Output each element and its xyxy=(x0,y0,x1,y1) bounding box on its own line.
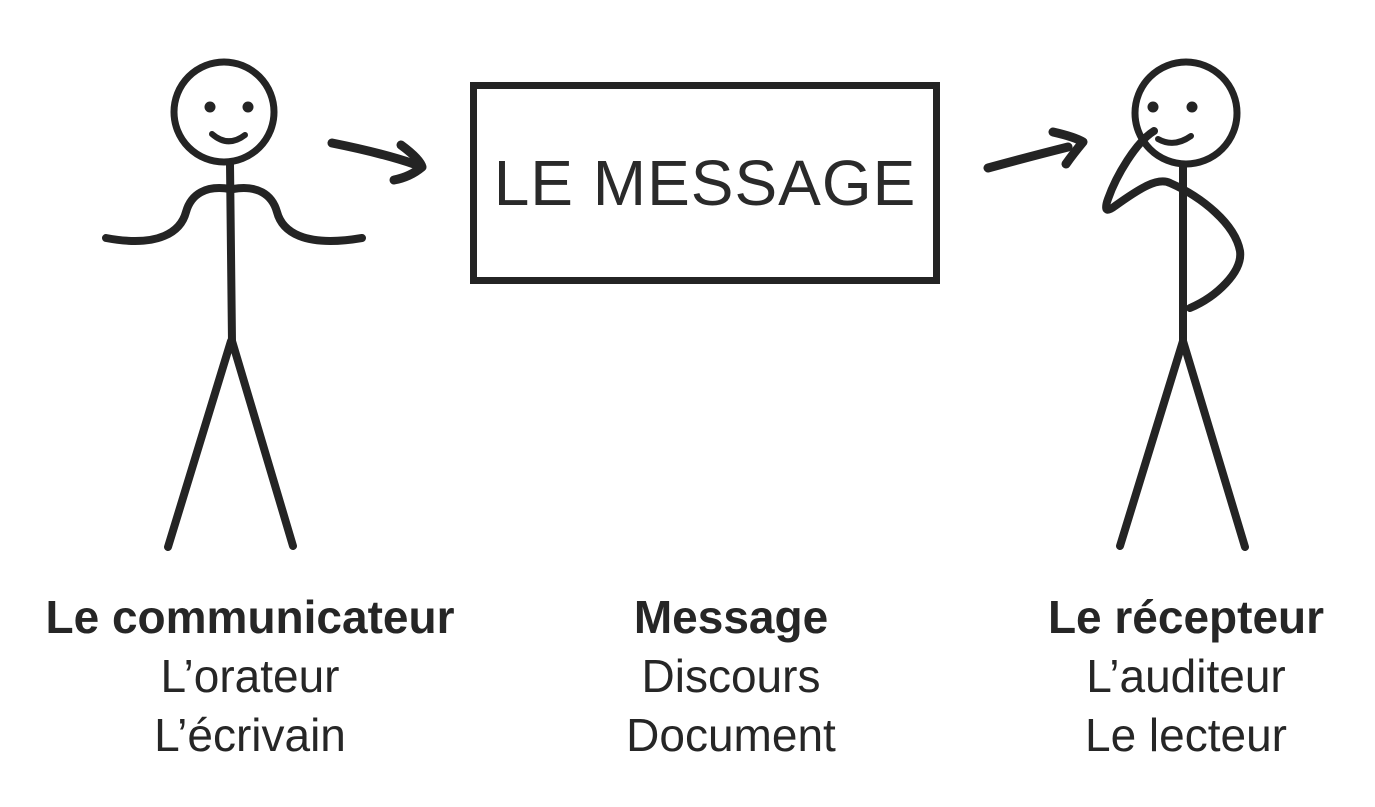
caption-sender-title: Le communicateur xyxy=(45,591,455,643)
sender-stick-figure-icon xyxy=(102,58,366,551)
caption-receiver-line2: L’auditeur xyxy=(1086,650,1286,702)
arrow-right-head xyxy=(1048,127,1088,169)
receiver-stick-figure-icon xyxy=(1102,58,1249,551)
arrow-left-shaft xyxy=(327,138,419,169)
sender-right-eye xyxy=(242,101,254,113)
caption-sender-line2: L’orateur xyxy=(160,650,340,702)
caption-message-title: Message xyxy=(633,591,829,643)
receiver-smile xyxy=(1155,133,1194,146)
caption-message-line2: Discours xyxy=(641,650,821,702)
artwork-strokes xyxy=(102,58,1249,551)
arrow-message-to-receiver-icon xyxy=(983,127,1088,173)
caption-receiver-line3: Le lecteur xyxy=(1084,709,1287,761)
message-box: LE MESSAGE xyxy=(470,82,940,284)
sender-left-arm xyxy=(102,184,234,245)
receiver-left-eye xyxy=(1147,101,1159,113)
message-box-label: LE MESSAGE xyxy=(493,147,917,219)
caption-receiver: Le récepteur L’auditeur Le lecteur xyxy=(986,588,1375,765)
caption-sender-line3: L’écrivain xyxy=(154,709,346,761)
sender-right-leg xyxy=(228,337,297,550)
arrow-left-head xyxy=(389,140,427,185)
sender-smile xyxy=(209,131,248,145)
receiver-left-leg xyxy=(1116,337,1187,550)
arrow-right-shaft xyxy=(983,142,1073,173)
receiver-right-eye xyxy=(1186,101,1198,113)
receiver-arms xyxy=(1102,127,1245,312)
sender-right-arm xyxy=(229,184,366,245)
sender-left-leg xyxy=(164,337,235,551)
sender-left-eye xyxy=(204,101,216,113)
caption-message-line3: Document xyxy=(626,709,836,761)
receiver-right-leg xyxy=(1179,337,1249,551)
sender-body xyxy=(226,160,236,346)
receiver-head xyxy=(1131,58,1241,168)
caption-message: Message Discours Document xyxy=(531,588,931,765)
caption-receiver-title: Le récepteur xyxy=(1047,591,1325,643)
arrow-sender-to-message-icon xyxy=(327,138,427,185)
sender-head xyxy=(170,58,278,166)
artwork-fills xyxy=(204,101,1198,113)
caption-sender: Le communicateur L’orateur L’écrivain xyxy=(15,588,485,765)
